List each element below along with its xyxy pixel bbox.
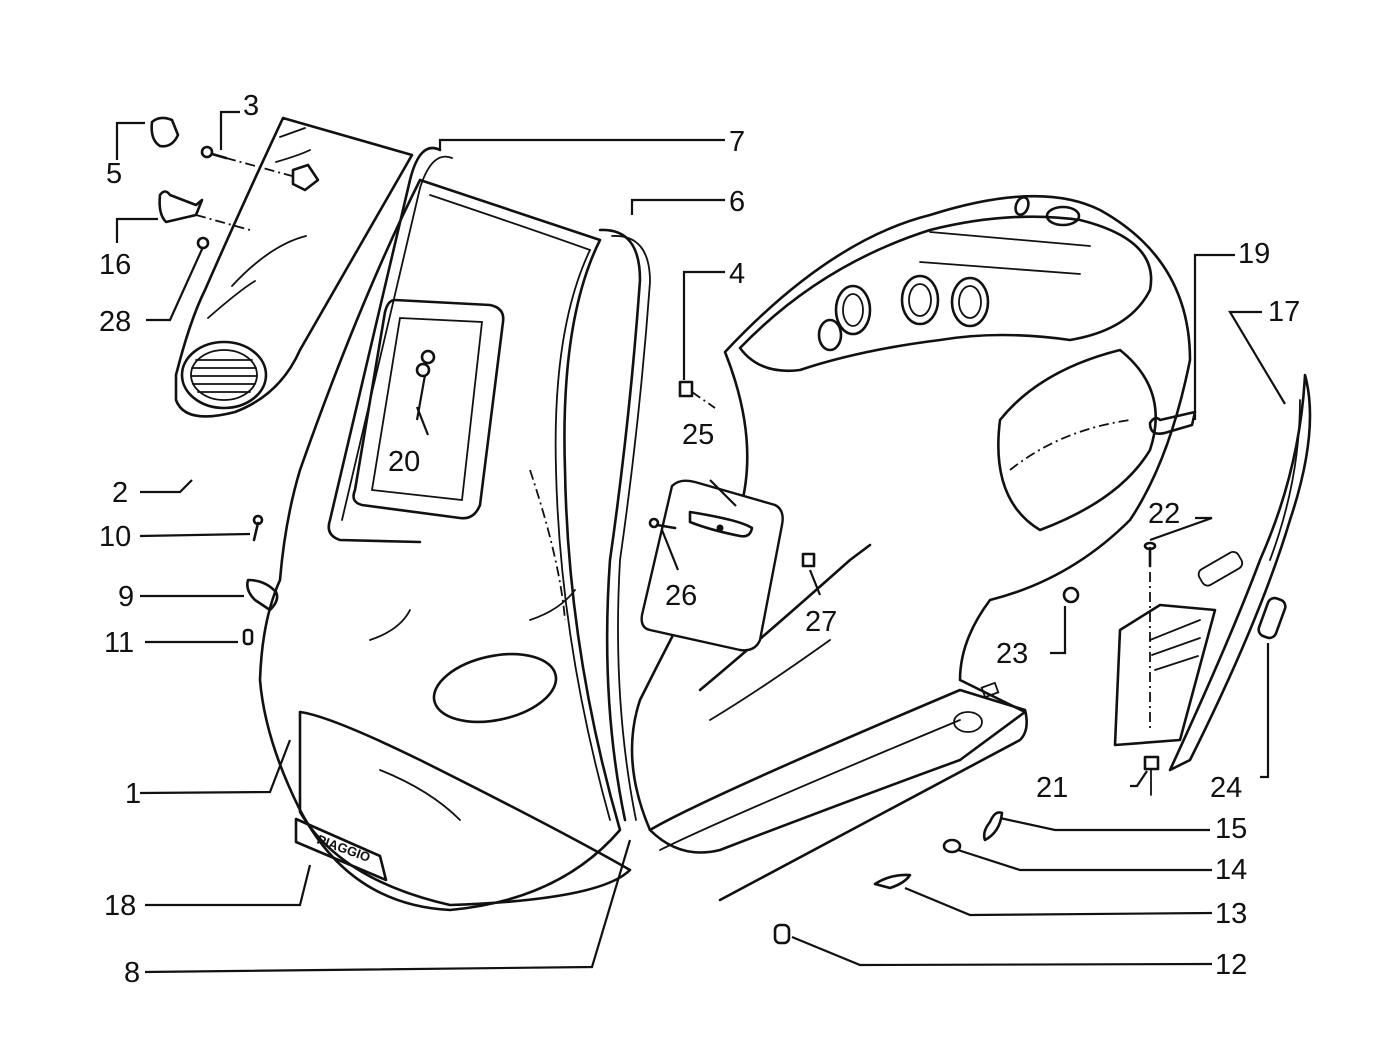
callout-19: 19 [1238,238,1270,270]
callout-15: 15 [1215,813,1247,845]
callout-24: 24 [1210,772,1242,804]
callout-7: 7 [729,126,745,158]
callout-1: 1 [125,778,141,810]
badge-icon [150,116,180,148]
part-body-frame [630,194,1192,902]
callout-25: 25 [682,419,714,451]
callout-9: 9 [118,581,134,613]
callout-8: 8 [124,957,140,989]
part-horn-cover [174,116,414,418]
callout-22: 22 [1148,498,1180,530]
part-side-trim [1113,373,1312,772]
callout-5: 5 [106,158,122,190]
callout-23: 23 [996,638,1028,670]
part-front-shield [258,178,632,912]
callout-21: 21 [1036,772,1068,804]
callout-17: 17 [1268,296,1300,328]
callout-18: 18 [104,890,136,922]
callout-20: 20 [388,446,420,478]
callout-6: 6 [729,186,745,218]
part-rubber-trim-6 [598,228,651,822]
part-glove-box-door [640,479,784,652]
callout-12: 12 [1215,949,1247,981]
callout-14: 14 [1215,854,1247,886]
callout-10: 10 [99,521,131,553]
callout-13: 13 [1215,898,1247,930]
callout-28: 28 [99,306,131,338]
part-rubber-trim-7 [327,146,453,544]
callout-2: 2 [112,477,128,509]
callout-3: 3 [243,90,259,122]
leader-lines [115,110,1286,974]
horn-grille-icon [180,340,268,410]
callout-26: 26 [665,580,697,612]
callout-4: 4 [729,258,745,290]
callout-11: 11 [104,627,134,659]
screw-icon [200,145,320,192]
callout-16: 16 [99,249,131,281]
callout-27: 27 [805,606,837,638]
callout-labels: 5 3 16 28 7 6 4 19 17 2 20 10 9 11 25 26… [99,90,1300,989]
